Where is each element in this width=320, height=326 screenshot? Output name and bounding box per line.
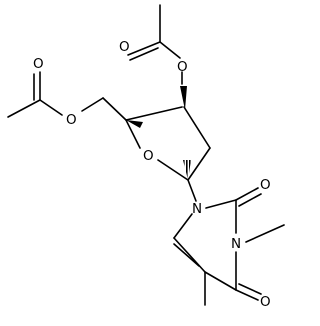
bond-c4-o-double — [238, 283, 262, 295]
atom-o-top-link: O — [177, 59, 188, 75]
structure-canvas: O O O O O N N O O — [7, 4, 285, 310]
bond-n1-c2 — [205, 199, 237, 209]
atom-o-c4: O — [260, 294, 271, 310]
atom-o-left-link: O — [66, 112, 77, 128]
atom-n1: N — [192, 201, 202, 217]
bond-o-c-left — [39, 99, 63, 116]
bond-c4-c3 — [125, 106, 183, 121]
bond-c4-ch2 — [102, 97, 127, 121]
atom-o-top-carbonyl: O — [119, 39, 130, 55]
bond-c3-c2 — [183, 106, 211, 149]
bond-c5-c6 — [173, 237, 206, 273]
bond-c5-c6-double — [173, 243, 200, 267]
bond-top-c-o-link — [159, 41, 181, 59]
bond-c4-c5 — [204, 271, 237, 291]
atom-o-ring: O — [143, 148, 154, 164]
bond-top-c-o-carbonyl — [127, 41, 161, 56]
bond-c1-n1 — [187, 179, 197, 202]
bond-top-c-o-carbonyl-double — [129, 47, 159, 61]
atom-o-left-carbonyl: O — [33, 56, 44, 72]
bond-n3-methyl — [245, 224, 285, 243]
bond-ch2-o — [81, 97, 104, 112]
wedge-bond-c3 — [180, 86, 187, 110]
molecule-drawing: O O O O O N N O O — [7, 4, 285, 310]
hash-bond-c1 — [183, 160, 191, 180]
bond-left-methyl — [7, 99, 41, 118]
bond-c2-c1 — [187, 147, 211, 181]
bond-o-c4 — [125, 119, 141, 149]
bond-c6-n1 — [173, 213, 193, 239]
bond-c2-o — [235, 187, 259, 201]
bond-c1-o — [157, 159, 189, 181]
bond-c2-o-double — [238, 193, 262, 207]
wedge-bond-c4 — [126, 120, 143, 128]
atom-n3: N — [231, 236, 241, 252]
bond-c4-o — [235, 289, 259, 301]
atom-o-c2: O — [260, 177, 271, 193]
bond-lines — [7, 4, 285, 306]
